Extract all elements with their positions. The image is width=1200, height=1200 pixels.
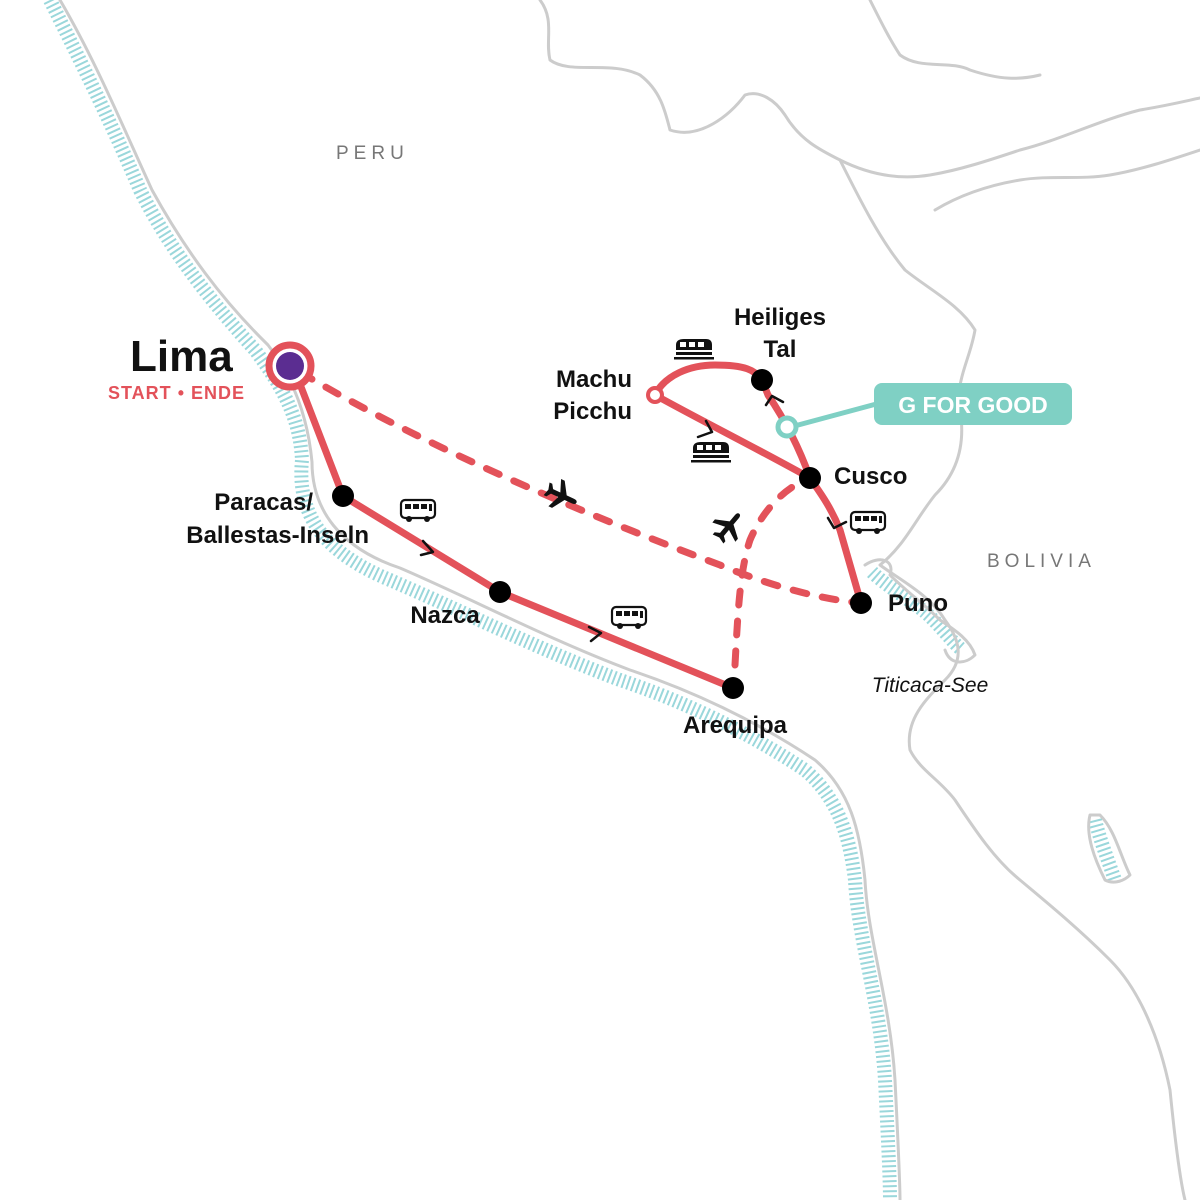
coast-hatch-lake	[867, 566, 967, 656]
arequipa-marker	[722, 677, 744, 699]
route-machu-cusco	[651, 391, 814, 482]
city-label-cusco: Cusco	[834, 463, 907, 490]
direction-arrow	[764, 394, 785, 407]
city-label-heiliges-tal: Heiliges	[734, 304, 826, 331]
train-icon	[674, 339, 714, 360]
city-label-arequipa: Arequipa	[683, 712, 788, 739]
direction-arrow	[826, 516, 848, 530]
coast-hatch-island	[1088, 818, 1122, 883]
train-icon	[691, 442, 731, 463]
city-label-paracas: Paracas/	[214, 489, 313, 516]
city-label-heiliges-tal-line2: Tal	[764, 336, 797, 363]
puno-marker	[850, 592, 872, 614]
lake-label: Titicaca-See	[872, 674, 989, 697]
city-label-machu-picchu-line2: Picchu	[553, 398, 632, 425]
border-north-1	[538, 0, 1200, 179]
start-city-label: Lima	[130, 332, 233, 381]
heiliges-tal-marker	[751, 369, 773, 391]
bus-icon	[399, 498, 437, 524]
g-for-good-badge	[874, 383, 1072, 425]
city-label-nazca: Nazca	[410, 602, 480, 629]
country-label-bolivia: BOLIVIA	[987, 551, 1096, 572]
city-label-machu-picchu: Machu	[556, 366, 632, 393]
g-for-good-marker	[775, 415, 799, 439]
machu-picchu-marker	[646, 386, 664, 404]
direction-arrow	[419, 539, 435, 557]
border-lake-shore	[863, 558, 977, 664]
island-shore	[1087, 813, 1132, 884]
city-label-puno: Puno	[888, 590, 948, 617]
cusco-marker	[799, 467, 821, 489]
nazca-marker	[489, 581, 511, 603]
g-for-good-connector	[786, 400, 881, 431]
lima-marker	[276, 352, 304, 380]
direction-arrow	[587, 625, 603, 643]
bus-icon	[610, 605, 648, 631]
bus-icon	[849, 510, 887, 536]
start-end-badge: START • ENDE	[108, 383, 245, 403]
route-tal-machu	[651, 361, 766, 399]
coastline	[58, 0, 902, 1200]
border-peru-bolivia	[838, 158, 1187, 1200]
paracas-marker	[332, 485, 354, 507]
direction-arrow	[696, 419, 714, 439]
flight-route-lima-puno	[296, 368, 864, 607]
route-lima-arequipa	[289, 362, 737, 692]
g-for-good-label: G FOR GOOD	[898, 392, 1048, 418]
border-east-1	[933, 148, 1200, 212]
city-label-paracas-line2: Ballestas-Inseln	[186, 522, 369, 549]
flight-route-arequipa-cusco	[731, 474, 814, 669]
coast-hatch-main	[43, 0, 897, 1200]
border-north-2	[868, 0, 1042, 80]
plane-icon	[706, 504, 751, 549]
country-label-peru: PERU	[336, 143, 409, 164]
